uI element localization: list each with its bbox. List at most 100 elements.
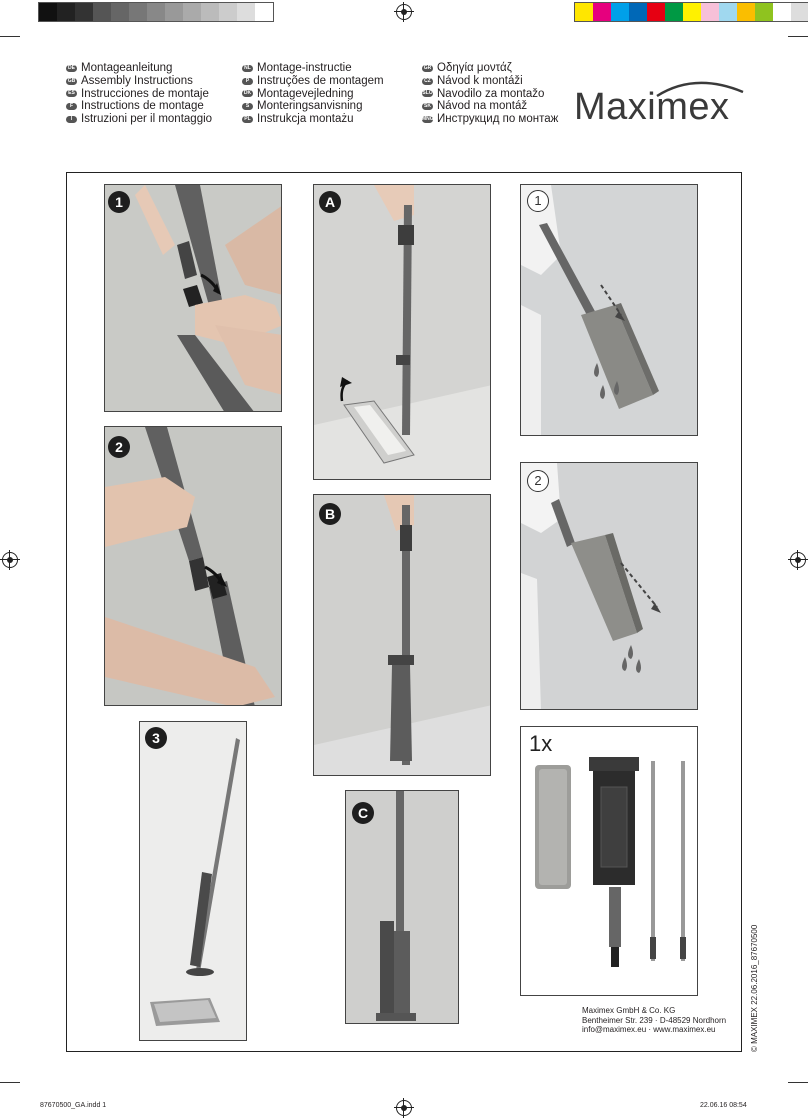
usage-step-badge: 2	[527, 470, 549, 492]
step-number-badge: 1	[108, 191, 130, 213]
color-swatch	[219, 3, 237, 21]
language-code-icon: P	[242, 77, 253, 85]
copyright-note: © MAXIMEX 22.06.2016_87670500	[750, 924, 759, 1052]
color-swatch	[111, 3, 129, 21]
step-2-image	[104, 426, 282, 706]
color-swatch	[683, 3, 701, 21]
step-letter-badge: A	[319, 191, 341, 213]
color-swatch	[755, 3, 773, 21]
registration-mark-icon	[0, 550, 20, 570]
color-swatch	[39, 3, 57, 21]
language-label: Instrukcja montażu	[257, 113, 354, 126]
language-code-icon: DE	[66, 64, 77, 72]
language-label: Montagevejledning	[257, 87, 354, 100]
crop-mark	[788, 1082, 808, 1083]
footer-timestamp: 22.06.16 08:54	[700, 1102, 747, 1109]
brand-logo: Maximex	[574, 86, 730, 128]
step-3-image	[139, 721, 247, 1041]
language-label: Návod k montáži	[437, 74, 523, 87]
language-label: Instrucciones de montaje	[81, 87, 209, 100]
manufacturer-address: Maximex GmbH & Co. KG Bentheimer Str. 23…	[582, 1006, 726, 1035]
usage-2-image	[520, 462, 698, 710]
color-swatch	[75, 3, 93, 21]
language-code-icon: S	[242, 103, 253, 111]
color-swatch	[575, 3, 593, 21]
color-swatch	[791, 3, 808, 21]
address-company: Maximex GmbH & Co. KG	[582, 1006, 676, 1015]
language-code-icon: SK	[422, 103, 433, 111]
language-entry: DK Montagevejledning	[242, 88, 384, 101]
color-swatch	[255, 3, 273, 21]
language-entry: NL Montage-instructie	[242, 62, 384, 75]
instructions-frame	[66, 172, 742, 1052]
language-code-icon: I	[66, 116, 77, 124]
language-label: Istruzioni per il montaggio	[81, 113, 213, 126]
language-code-icon: DK	[242, 90, 253, 98]
address-street: Bentheimer Str. 239 · D-48529 Nordhorn	[582, 1015, 727, 1025]
language-code-icon: GB	[66, 77, 77, 85]
contents-quantity: 1x	[529, 731, 553, 756]
color-swatch	[201, 3, 219, 21]
package-contents-panel: 1x	[520, 726, 698, 996]
color-swatch	[93, 3, 111, 21]
step-number-badge: 3	[145, 727, 167, 749]
language-label: Instruções de montagem	[257, 74, 384, 87]
color-swatch	[773, 3, 791, 21]
color-swatch	[629, 3, 647, 21]
language-label: Návod na montáž	[437, 100, 528, 113]
language-entry: ES Instrucciones de montaje	[66, 88, 212, 101]
color-swatch	[611, 3, 629, 21]
step-b-image	[313, 494, 491, 776]
language-code-icon: ES	[66, 90, 77, 98]
language-entry: P Instruções de montagem	[242, 75, 384, 88]
language-label: Assembly Instructions	[81, 74, 193, 87]
language-label: Monteringsanvisning	[257, 100, 363, 113]
color-swatch	[57, 3, 75, 21]
language-entry: I Istruzioni per il montaggio	[66, 113, 212, 126]
gray-color-bar	[38, 2, 274, 22]
registration-mark-icon	[394, 2, 414, 22]
step-c-image	[345, 790, 459, 1024]
language-label: Montageanleitung	[81, 62, 173, 74]
language-code-icon: MNG	[422, 116, 434, 124]
crop-mark	[0, 1082, 20, 1083]
language-label: Οδηγία μοντάζ	[437, 62, 512, 74]
color-swatch	[165, 3, 183, 21]
language-entry: S Monteringsanvisning	[242, 100, 384, 113]
color-swatch	[129, 3, 147, 21]
color-swatch	[665, 3, 683, 21]
color-swatch	[147, 3, 165, 21]
language-label: Navodilo za montažo	[437, 87, 545, 100]
usage-1-image	[520, 184, 698, 436]
color-swatch	[701, 3, 719, 21]
language-entry: DE Montageanleitung	[66, 62, 212, 75]
color-swatch	[593, 3, 611, 21]
language-label: Montage-instructie	[257, 62, 352, 74]
crop-mark	[0, 36, 20, 37]
language-label: Instructions de montage	[81, 100, 204, 113]
language-entry: PL Instrukcja montażu	[242, 113, 384, 126]
language-label: Инструкцид по монтаж	[437, 113, 559, 126]
footer-filename: 87670500_GA.indd 1	[40, 1102, 107, 1109]
address-contact: info@maximex.eu · www.maximex.eu	[582, 1025, 716, 1034]
step-letter-badge: B	[319, 503, 341, 525]
step-number-badge: 2	[108, 436, 130, 458]
registration-mark-icon	[394, 1098, 414, 1118]
language-code-icon: GR	[422, 64, 433, 72]
language-code-icon: PL	[242, 116, 253, 124]
usage-step-badge: 1	[527, 190, 549, 212]
language-entry: GB Assembly Instructions	[66, 75, 212, 88]
language-code-icon: F	[66, 103, 77, 111]
language-entry: SK Návod na montáž	[422, 100, 558, 113]
registration-mark-icon	[788, 550, 808, 570]
color-swatch	[647, 3, 665, 21]
language-code-icon: NL	[242, 64, 253, 72]
color-swatch	[183, 3, 201, 21]
language-entry: F Instructions de montage	[66, 100, 212, 113]
